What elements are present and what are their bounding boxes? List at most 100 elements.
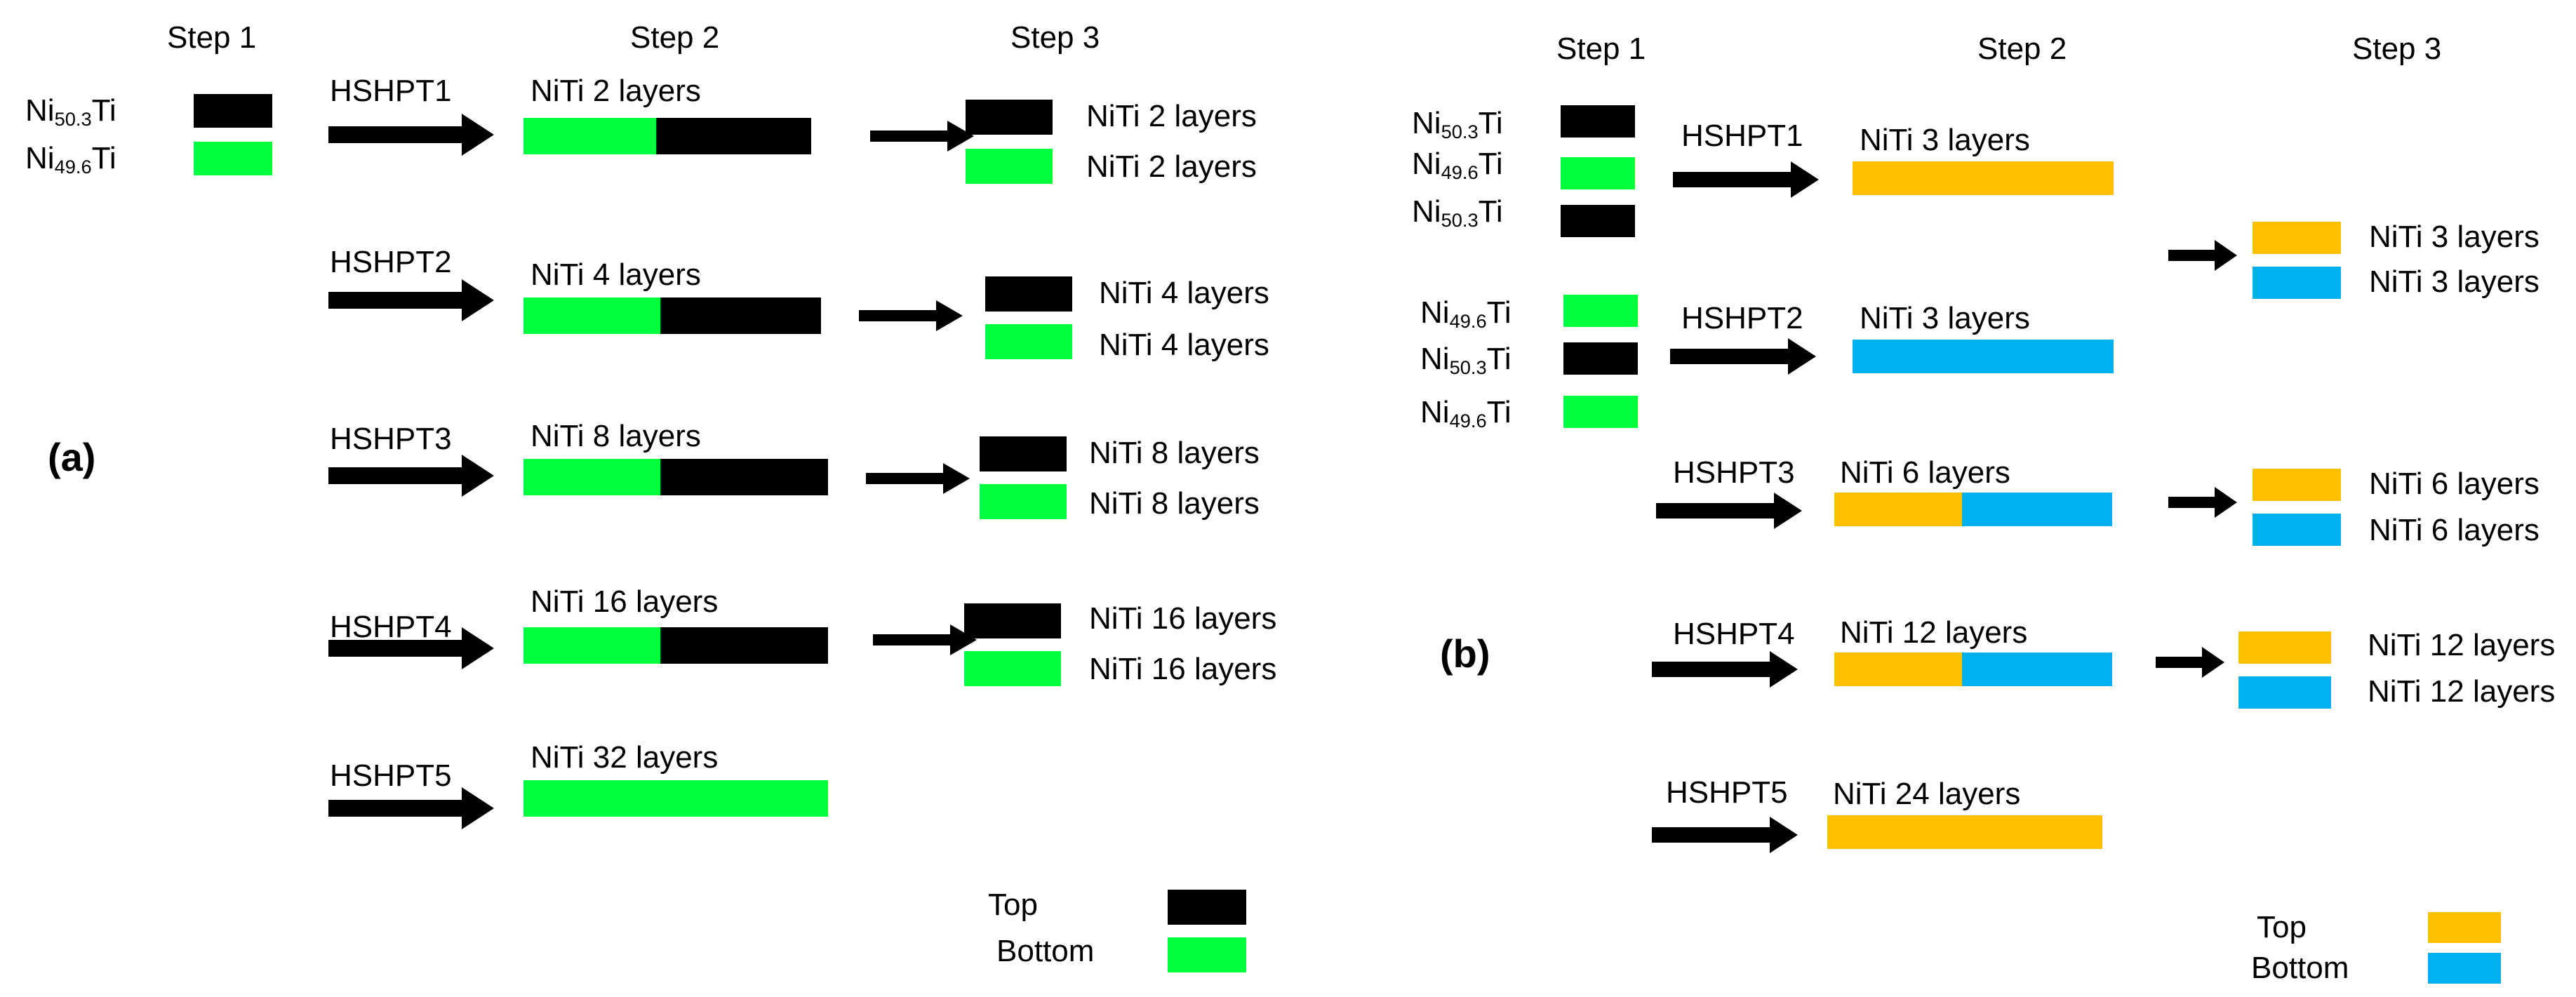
panel-b-row5-combined-label: NiTi 24 layers (1833, 777, 2021, 811)
panel-a-row1-arrow (328, 112, 497, 157)
panel-a-row2-bottom-out: NiTi 4 layers (1099, 328, 1269, 362)
panel-b-stack1-layer1-swatch (1561, 105, 1635, 138)
panel-a-row3-arrow (328, 453, 497, 498)
panel-b-row4-split-arrow (2156, 647, 2226, 678)
panel-b-row4-bottom-out: NiTi 12 layers (2368, 674, 2556, 709)
panel-a-legend-top-label: Top (988, 888, 1038, 922)
panel-a-row4-split-arrow (873, 624, 978, 655)
panel-b-row2-combined-label: NiTi 3 layers (1860, 301, 2030, 335)
panel-a-row1-bottom-bar (966, 149, 1053, 184)
panel-b-row3-combined-label: NiTi 6 layers (1840, 455, 2010, 490)
panel-b-merge-bottom-bar (2253, 267, 2341, 299)
panel-b-row3-top-bar (2253, 469, 2341, 501)
panel-b-row1-process: HSHPT1 (1681, 119, 1803, 153)
panel-a-row3-combined-label: NiTi 8 layers (530, 419, 701, 453)
panel-b-step2-header: Step 2 (1977, 32, 2067, 66)
panel-a-row4-process: HSHPT4 (330, 610, 452, 644)
panel-b-row3-bottom-out: NiTi 6 layers (2369, 513, 2540, 547)
panel-b-merge-bottom-out: NiTi 3 layers (2369, 265, 2540, 299)
panel-a-alloy-bottom-swatch (194, 142, 272, 175)
panel-a-row2-split-arrow (859, 300, 964, 331)
panel-b-legend-top-label: Top (2257, 910, 2307, 944)
panel-b-label: (b) (1440, 631, 1490, 676)
panel-a-row2-top-bar (985, 276, 1072, 312)
panel-b-stack1-layer1-label: Ni50.3Ti (1412, 106, 1503, 142)
panel-a-row2-combined-label: NiTi 4 layers (530, 257, 701, 292)
panel-b-stack1-layer3-swatch (1561, 205, 1635, 237)
panel-a-row3-split-arrow (866, 463, 971, 494)
panel-a-legend-bottom-label: Bottom (996, 934, 1095, 968)
panel-a-row1-combined-bar (523, 118, 811, 154)
panel-b-stack1-layer2-swatch (1561, 157, 1635, 189)
panel-b-row3-arrow (1656, 491, 1805, 530)
panel-a-row4-combined-label: NiTi 16 layers (530, 584, 719, 619)
panel-a-row4-arrow (328, 626, 497, 671)
panel-b-row4-arrow (1652, 650, 1801, 689)
panel-b-row3-combined-bar (1834, 493, 2112, 526)
panel-a-alloy-bottom-label: Ni49.6Ti (25, 141, 116, 178)
panel-a-row4-bottom-out: NiTi 16 layers (1089, 652, 1277, 686)
panel-a-row3-top-out: NiTi 8 layers (1089, 436, 1260, 470)
panel-b-row4-combined-label: NiTi 12 layers (1840, 615, 2028, 650)
panel-b-row4-process: HSHPT4 (1673, 617, 1795, 651)
panel-a-row5-combined-bar (523, 780, 828, 817)
panel-b-merge-top-bar (2253, 222, 2341, 254)
panel-b-row5-process: HSHPT5 (1666, 775, 1788, 810)
panel-b-merge-arrow (2168, 240, 2238, 271)
panel-a-row4-combined-bar (523, 627, 828, 664)
panel-b-row1-arrow (1673, 160, 1822, 199)
panel-a-step1-header: Step 1 (167, 20, 257, 55)
panel-a-row5-combined-label: NiTi 32 layers (530, 740, 719, 775)
panel-a-row5-process: HSHPT5 (330, 758, 452, 793)
panel-b-stack2-layer3-swatch (1563, 396, 1638, 428)
panel-b-stack2-layer2-label: Ni50.3Ti (1420, 342, 1511, 378)
panel-a-row4-top-bar (964, 603, 1061, 638)
panel-a-row2-combined-bar (523, 297, 821, 334)
panel-a-row2-bottom-bar (985, 324, 1072, 359)
panel-b-row4-combined-bar (1834, 653, 2112, 686)
panel-a-legend-bottom-swatch (1168, 937, 1246, 972)
panel-a-row2-top-out: NiTi 4 layers (1099, 276, 1269, 310)
panel-a-row4-bottom-bar (964, 651, 1061, 686)
panel-a-row2-process: HSHPT2 (330, 245, 452, 279)
panel-a-row5-arrow (328, 786, 497, 831)
panel-a-row1-process: HSHPT1 (330, 74, 452, 108)
panel-a-alloy-top-swatch (194, 94, 272, 128)
panel-b-row3-process: HSHPT3 (1673, 455, 1795, 490)
panel-a-row1-bottom-out: NiTi 2 layers (1086, 149, 1257, 184)
panel-b-stack2-layer2-swatch (1563, 342, 1638, 375)
panel-b-row3-bottom-bar (2253, 514, 2341, 546)
panel-a-row2-arrow (328, 278, 497, 323)
panel-a-row3-bottom-bar (980, 484, 1067, 519)
panel-b-row5-combined-bar (1827, 815, 2102, 849)
panel-b-row2-combined-bar (1853, 340, 2114, 373)
panel-b-row4-top-out: NiTi 12 layers (2368, 628, 2556, 662)
panel-b-row2-arrow (1670, 337, 1819, 376)
panel-b-row4-bottom-bar (2238, 676, 2331, 709)
panel-a-row1-combined-label: NiTi 2 layers (530, 74, 701, 108)
panel-a-row4-top-out: NiTi 16 layers (1089, 601, 1277, 636)
panel-a-row3-bottom-out: NiTi 8 layers (1089, 486, 1260, 521)
panel-a-label: (a) (48, 435, 96, 479)
panel-b-stack1-layer2-label: Ni49.6Ti (1412, 147, 1503, 183)
panel-a-alloy-top-label: Ni50.3Ti (25, 93, 116, 130)
panel-b-legend-bottom-swatch (2428, 953, 2501, 984)
panel-a-row1-top-bar (966, 100, 1053, 135)
panel-b-stack2-layer3-label: Ni49.6Ti (1420, 395, 1511, 431)
panel-b-stack2-layer1-swatch (1563, 295, 1638, 327)
panel-a-step2-header: Step 2 (630, 20, 720, 55)
panel-a-row1-split-arrow (870, 121, 975, 152)
panel-b-stack2-layer1-label: Ni49.6Ti (1420, 295, 1511, 332)
panel-b-row3-top-out: NiTi 6 layers (2369, 467, 2540, 501)
panel-b-stack1-layer3-label: Ni50.3Ti (1412, 194, 1503, 231)
panel-a-row1-top-out: NiTi 2 layers (1086, 99, 1257, 133)
panel-b-step3-header: Step 3 (2352, 32, 2442, 66)
panel-a-row3-process: HSHPT3 (330, 422, 452, 456)
panel-b-legend-bottom-label: Bottom (2251, 951, 2349, 985)
panel-b-row5-arrow (1652, 815, 1801, 855)
panel-b-step1-header: Step 1 (1556, 32, 1646, 66)
panel-a-row3-combined-bar (523, 459, 828, 495)
panel-b-row1-combined-bar (1853, 161, 2114, 195)
panel-b-row3-split-arrow (2168, 487, 2238, 518)
